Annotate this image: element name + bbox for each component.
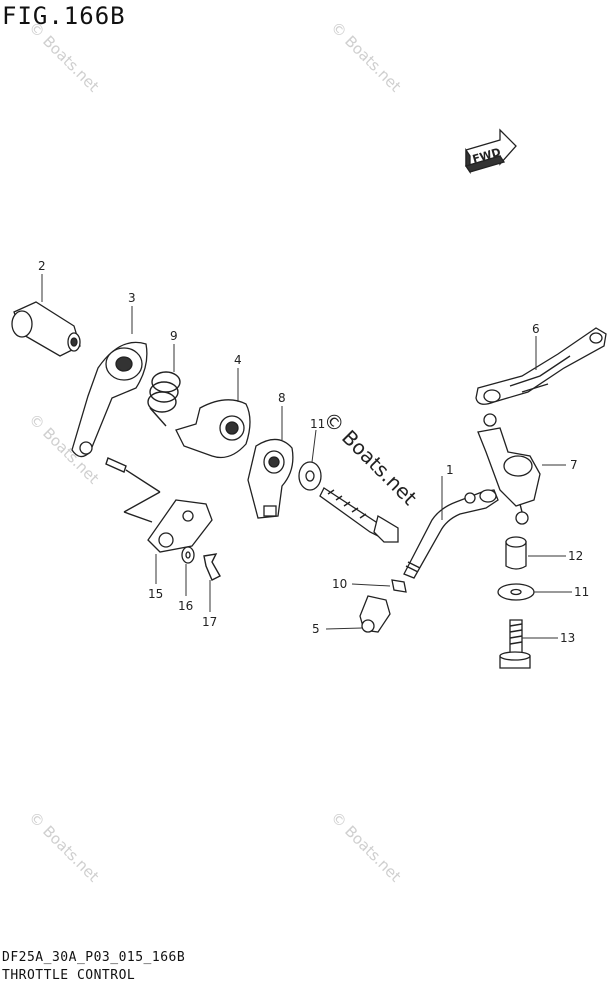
- part-8-bracket: [247, 438, 294, 519]
- part-number-labels: 1 2 3 4 5 6 7 8 9 10 11 11 12 13 15 16 1…: [38, 259, 589, 645]
- part-13-bolt: [499, 619, 531, 669]
- watermark: © Boats.net: [327, 18, 405, 96]
- part-17-clip: [203, 553, 221, 581]
- part-16-washer: [181, 546, 195, 564]
- part-number: 7: [570, 458, 578, 472]
- part-7-lever: [477, 413, 541, 525]
- part-number: 11: [310, 417, 325, 431]
- part-10-sleeve: [391, 579, 407, 593]
- part-number: 2: [38, 259, 46, 273]
- watermark: © Boats.net: [25, 18, 103, 96]
- leader-lines: [41, 274, 572, 639]
- part-number: 16: [178, 599, 193, 613]
- part-5-joint: [359, 595, 391, 633]
- part-12-spacer: [505, 536, 527, 570]
- part-2-bushing: [11, 301, 81, 357]
- part-3-arm: [71, 341, 148, 458]
- part-number: 15: [148, 587, 163, 601]
- part-number: 9: [170, 329, 178, 343]
- part-bolt-long: [319, 487, 399, 543]
- part-number: 5: [312, 622, 320, 636]
- part-number: 4: [234, 353, 242, 367]
- fwd-arrow-icon: FWD: [464, 128, 517, 175]
- part-number: 11: [574, 585, 589, 599]
- part-number: 17: [202, 615, 217, 629]
- figure-name: THROTTLE CONTROL: [2, 968, 136, 983]
- part-15-lever: [105, 457, 213, 553]
- figure-code: DF25A_30A_P03_015_166B: [2, 950, 186, 965]
- part-number: 10: [332, 577, 347, 591]
- part-6-arm: [475, 327, 607, 405]
- part-number: 6: [532, 322, 540, 336]
- part-11-washer: [298, 461, 322, 491]
- watermark: © Boats.net: [25, 808, 103, 886]
- part-number: 1: [446, 463, 454, 477]
- part-1-rod: [403, 489, 499, 579]
- watermark: © Boats.net: [327, 808, 405, 886]
- part-9-spring: [147, 371, 181, 427]
- part-number: 8: [278, 391, 286, 405]
- part-4-cam: [175, 399, 251, 459]
- part-11-washer-lower: [497, 583, 535, 601]
- part-number: 12: [568, 549, 583, 563]
- part-number: 13: [560, 631, 575, 645]
- part-number: 3: [128, 291, 136, 305]
- figure-title: FIG.166B: [2, 2, 126, 30]
